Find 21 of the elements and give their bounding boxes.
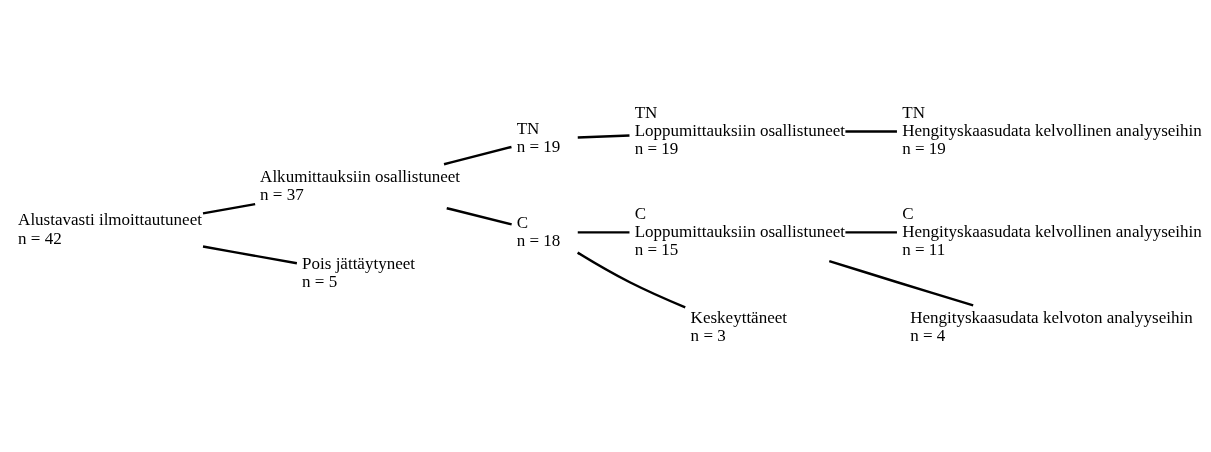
node-text: TN Hengityskaasudata kelvollinen analyyseihin n = 19 [902, 102, 1202, 159]
connector [446, 207, 512, 226]
node-text: TN Loppumittauksiin osallistuneet n = 19 [634, 102, 845, 159]
node-text: C Loppumittauksiin osallistuneet n = 15 [634, 203, 845, 260]
connector [202, 202, 256, 215]
connector [845, 130, 897, 133]
connector [443, 145, 512, 166]
connector [577, 134, 630, 139]
node-text: Alustavasti ilmoittautuneet n = 42 [18, 210, 202, 248]
connector [202, 245, 298, 265]
node-text: Pois jättäytyneet n = 5 [302, 254, 416, 292]
node-text: C n = 18 [516, 212, 561, 251]
node-text: Alkumittauksiin osallistuneet n = 37 [260, 166, 461, 204]
connector [576, 251, 686, 309]
connector [577, 231, 630, 234]
node-text: TN n = 19 [516, 119, 561, 157]
connector [845, 231, 897, 234]
connector [828, 259, 974, 307]
node-text: Hengityskaasudata kelvoton analyyseihin n = 4 [910, 307, 1193, 345]
node-text: C Hengityskaasudata kelvollinen analyyseihin n = 11 [902, 203, 1202, 260]
node-text: Keskeyttäneet n = 3 [690, 307, 788, 345]
